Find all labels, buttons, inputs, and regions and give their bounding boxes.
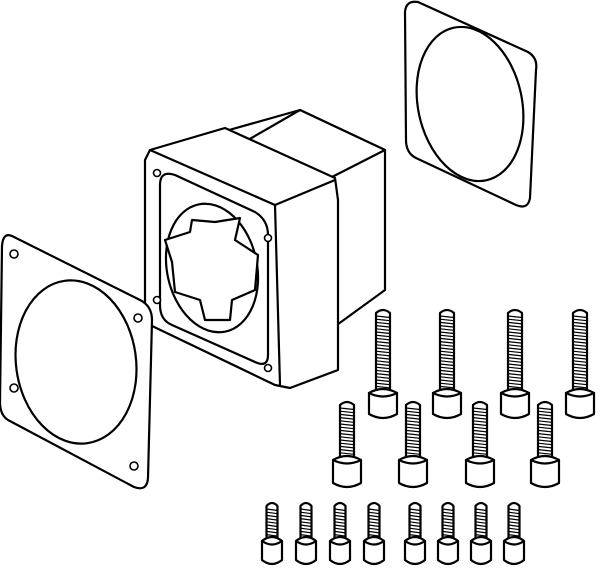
gasket-right	[403, 0, 538, 208]
screw	[328, 501, 352, 566]
screw	[564, 308, 596, 420]
screw	[403, 501, 427, 566]
screw-set	[260, 308, 596, 566]
screw	[260, 501, 284, 566]
screw	[362, 501, 386, 566]
screw	[294, 501, 318, 566]
screw	[367, 308, 399, 420]
screw	[331, 400, 363, 489]
screw	[502, 501, 526, 566]
gasket-left	[0, 234, 154, 490]
screw	[469, 501, 493, 566]
screw	[431, 308, 463, 420]
screw	[464, 400, 496, 489]
screw	[529, 400, 561, 489]
motor-housing	[143, 108, 387, 390]
screw	[499, 308, 531, 420]
screw	[397, 400, 429, 489]
screw	[436, 501, 460, 566]
